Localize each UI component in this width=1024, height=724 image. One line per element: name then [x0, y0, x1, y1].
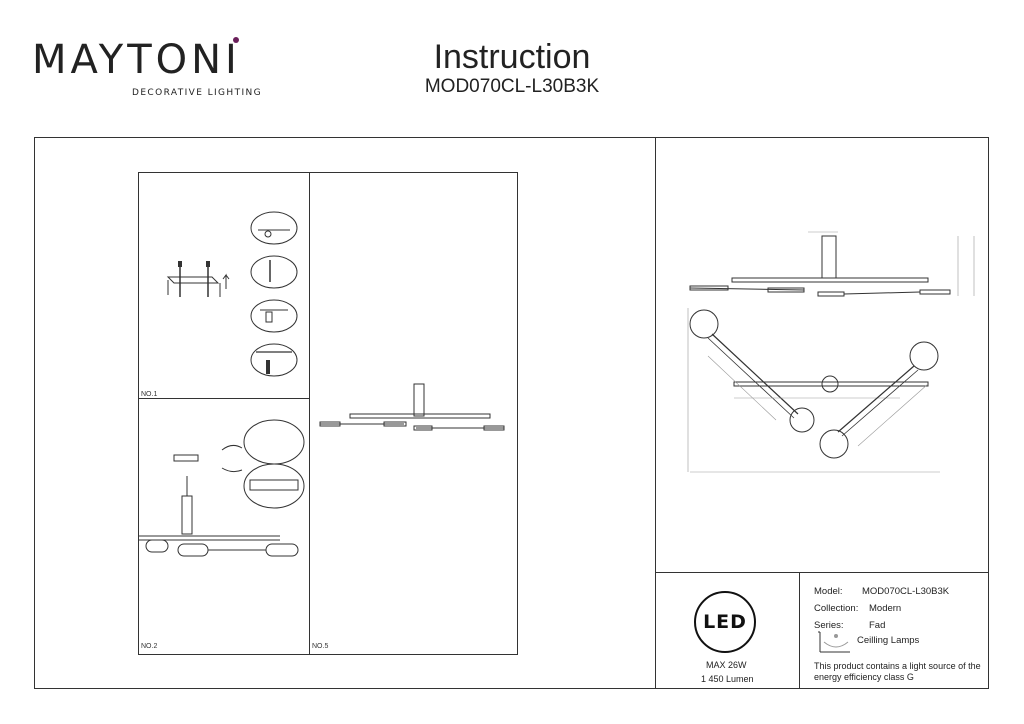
dimension-drawing-top — [687, 308, 940, 473]
divider-horizontal-right — [655, 572, 989, 573]
ceiling-lamp-icon — [818, 631, 850, 653]
step-2-label: NO.2 — [141, 643, 158, 650]
energy-efficiency-note: This product contains a light source of … — [814, 661, 981, 682]
content-frame — [34, 137, 989, 689]
led-badge: LED — [694, 591, 756, 653]
spec-series-key: Series: — [814, 620, 844, 631]
step-5-label: NO.5 — [312, 643, 329, 650]
document-model: MOD070CL-L30B3K — [424, 76, 600, 97]
step-1-label: NO.1 — [141, 391, 158, 398]
step-1-bracket-drawing — [166, 261, 230, 297]
panel-divider-horizontal — [138, 398, 309, 399]
led-badge-text: LED — [703, 611, 747, 633]
step-5-drawing — [319, 383, 505, 431]
spec-collection-key: Collection: — [814, 603, 859, 614]
document-title: Instruction — [433, 38, 591, 76]
brand-tagline: DECORATIVE LIGHTING — [132, 88, 263, 98]
spec-model-key: Model: — [814, 586, 843, 597]
brand-name: MAYTONI — [32, 37, 241, 83]
spec-collection-value: Modern — [869, 603, 902, 614]
step-1-detail-circles — [250, 211, 298, 377]
step-2-drawing — [138, 419, 305, 557]
panel-divider-vertical — [309, 172, 310, 655]
divider-vertical-info — [799, 572, 800, 689]
dimension-drawing-side — [689, 231, 975, 297]
brand-logo: MAYTONI DECORATIVE LIGHTING — [32, 37, 261, 98]
spec-series-value: Fad — [869, 620, 886, 631]
max-power: MAX 26W — [706, 660, 747, 670]
spec-model-value: MOD070CL-L30B3K — [862, 586, 950, 597]
divider-vertical-main — [655, 137, 656, 689]
brand-dot — [233, 37, 239, 43]
lumen-value: 1 450 Lumen — [701, 674, 754, 684]
lamp-type: Ceilling Lamps — [857, 635, 920, 646]
